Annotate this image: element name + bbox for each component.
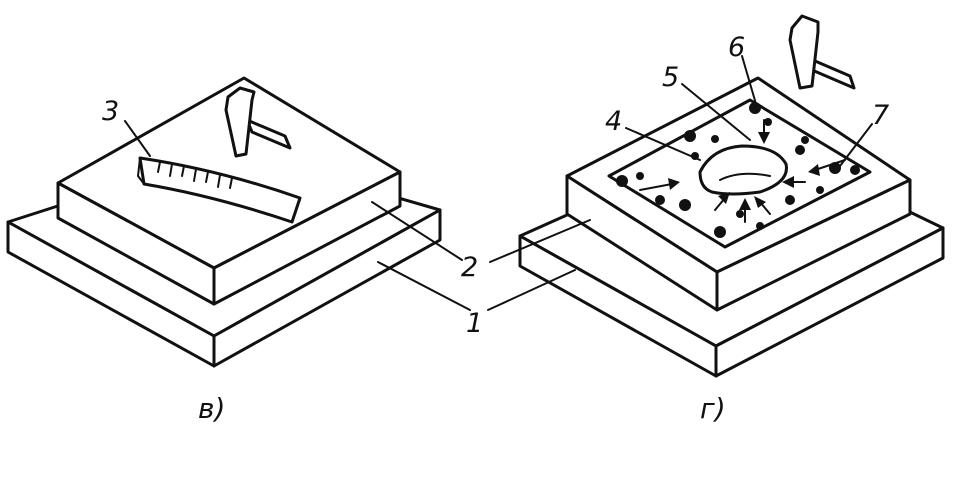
scale-strip-end [136,157,145,185]
leader-2-left [371,201,463,261]
leader-1-right [487,269,576,311]
figure-left [6,76,471,368]
bulge-texture [719,172,771,181]
workpiece-left-side [212,170,402,306]
scale-strip-body [138,156,302,224]
base-plate-right-side [714,226,945,378]
figure-right [487,14,945,378]
bulge-center [698,144,788,196]
scale-strip [136,156,302,224]
force-arrows [639,119,846,223]
shot-dots [616,102,860,238]
leader-7 [839,123,873,167]
workpiece-plate-left [56,76,402,306]
base-plate-left-side [212,208,442,368]
leader-6 [741,55,757,105]
leader-5 [681,83,751,141]
caption-left: в) [198,392,225,425]
leader-1-left [377,261,471,311]
hammer-icon-right [788,14,856,90]
leader-4 [625,127,701,161]
hammer-right-head [788,14,820,90]
leader-3 [124,120,151,157]
label-3: 3 [102,96,119,127]
caption-right: г) [700,392,726,425]
label-4: 4 [605,106,622,137]
leader-2-right [489,219,591,263]
label-7: 7 [872,100,889,131]
scale-ticks [157,161,233,189]
hammer-left-head [224,86,256,158]
workpiece-right-side [715,178,912,312]
label-6: 6 [728,32,745,63]
label-2: 2 [461,252,478,283]
label-5: 5 [662,62,679,93]
label-1: 1 [466,308,483,339]
hammer-icon-left [224,86,292,158]
